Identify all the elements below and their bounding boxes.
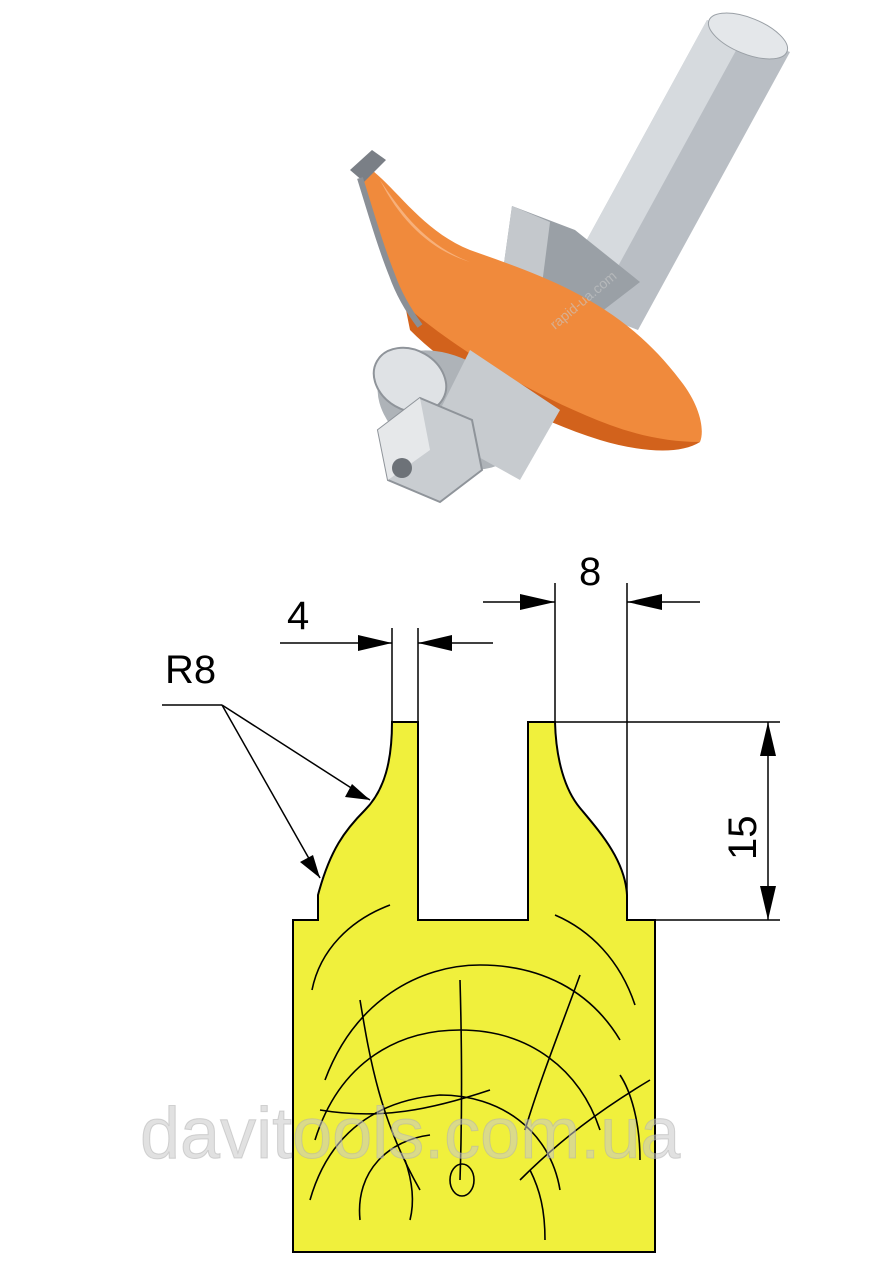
router-bit-photo [350,12,790,504]
slot-width-label: 4 [287,594,309,638]
carbide-edge [350,150,423,328]
dim-radius [162,704,371,879]
height-label: 15 [721,816,765,861]
radius-label: R8 [165,648,216,692]
profile-shape [292,721,656,1253]
shank [555,12,790,330]
profile-texture [309,904,651,1241]
dim-slot-width [280,628,493,722]
nut [376,396,484,504]
tongue-width-label: 8 [579,550,601,594]
dim-tongue-width [483,583,700,920]
dim-height [555,721,780,921]
main-watermark: davitools.com.ua [140,1094,681,1174]
profile-drawing: R8 4 8 15 [162,550,780,1253]
